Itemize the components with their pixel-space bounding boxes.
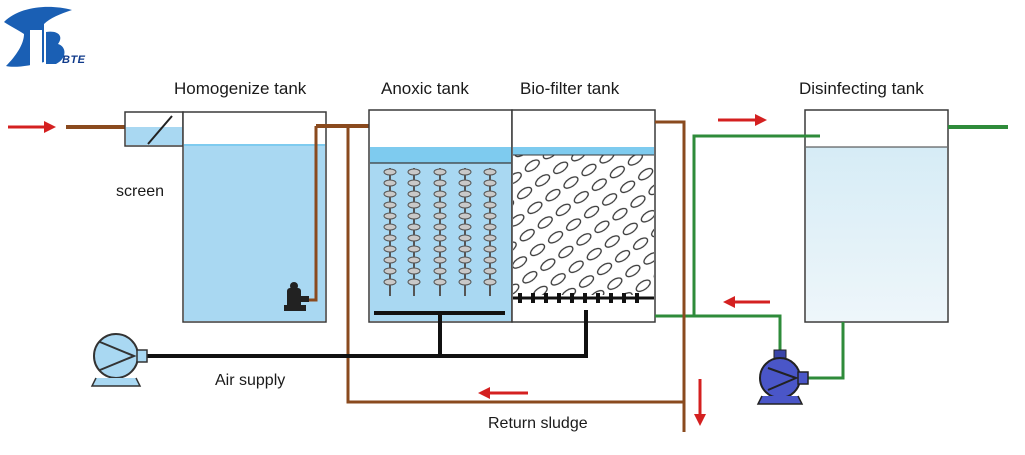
recirculation-pipe bbox=[655, 314, 845, 380]
pump-icon bbox=[756, 349, 809, 405]
return-sludge-label: Return sludge bbox=[488, 415, 588, 432]
biofilter-tank-label: Bio-filter tank bbox=[520, 79, 620, 98]
homogenize-tank bbox=[182, 111, 327, 323]
air-supply-line bbox=[146, 310, 588, 358]
biofilter-outlet-pipe bbox=[655, 134, 820, 318]
flow-arrow-icon bbox=[694, 379, 706, 426]
flow-arrow-icon bbox=[723, 296, 770, 308]
screen-label: screen bbox=[116, 183, 165, 200]
bte-logo bbox=[4, 6, 72, 67]
influent-arrow bbox=[8, 121, 56, 133]
biofilter-aeration-header bbox=[513, 293, 654, 303]
return-sludge-pipe bbox=[346, 120, 686, 432]
biofilter-tank bbox=[511, 109, 656, 323]
submersible-pump-icon bbox=[284, 126, 318, 311]
flow-arrow-icon bbox=[718, 114, 767, 126]
flow-arrow-icon bbox=[478, 387, 528, 399]
homogenize-tank-label: Homogenize tank bbox=[174, 79, 307, 98]
anoxic-tank-label: Anoxic tank bbox=[381, 79, 469, 98]
disinfecting-tank bbox=[804, 109, 949, 323]
screen-chamber bbox=[124, 111, 184, 147]
blower-icon bbox=[90, 333, 148, 387]
diffuser-icon bbox=[383, 168, 497, 296]
brand-name: BTE bbox=[62, 54, 86, 66]
air-supply-label: Air supply bbox=[215, 372, 286, 389]
disinfecting-tank-label: Disinfecting tank bbox=[799, 79, 924, 98]
